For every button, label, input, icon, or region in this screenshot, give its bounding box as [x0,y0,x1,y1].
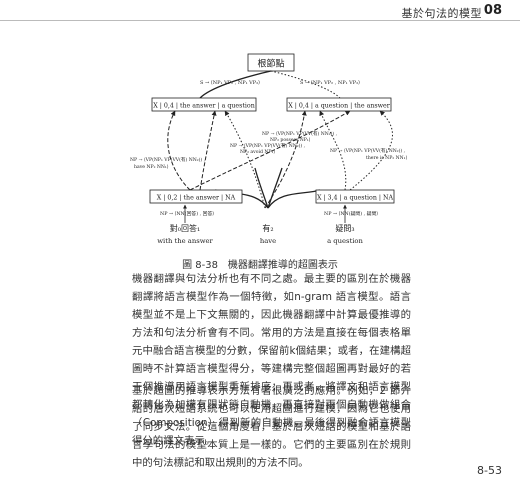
node-low-right [315,189,395,204]
node-low-left [149,189,243,204]
edge-word-midleft [224,110,266,209]
root-label: 根節點 [257,58,284,70]
edge-solid-2 [267,189,321,209]
rule-center-2: NP → ⟨VP(NP₁ VP(VV(有) NN₂)) , [230,142,306,149]
edge-lowright-midright-a [319,110,347,191]
word-1-en: have [260,237,276,245]
rule-left-1: NP → ⟨VP(NP₁ VP(VV(有) NN₂)) , [130,156,206,163]
edge-solid-4 [267,167,283,209]
node-mid-left-label: X | 0,4 | the answer | a question [153,103,255,110]
running-title: 基於句法的模型 [401,7,482,20]
figure-caption: 圖 8-38 機器翻譯推導的超圖表示 [182,260,338,271]
edge-lowleft-midright [189,110,351,191]
word-2-zh: 疑問₃ [335,223,354,233]
page-header: 基於句法的模型 08 [0,0,520,34]
rule-center-1: NP → ⟨VP(NP₁ VP(VV(有) NN₂)) , [262,130,338,137]
node-low-left-label: X | 0,2 | the answer | NA [157,195,236,202]
node-low-right-label: X | 3,4 | a question | NA [317,195,394,202]
word-2-en: a question [327,237,363,245]
rule-low-left: NP → ⟨NN(回答) , 回答⟩ [160,210,214,217]
hypergraph-diagram: 根節點 S → ⟨NP₁ VP₂ , NP₁ VP₂⟩ S → ⟨NP₁ VP₂… [130,53,407,245]
edge-root-left [199,70,272,99]
rule-top-right: S → ⟨NP₁ VP₂ , NP₁ VP₂⟩ [300,80,360,86]
rule-right-1: NP → ⟨VP(NP₁ VP(VV(有) NN₂)) , [330,147,406,154]
body-paragraph-1: 機器翻譯與句法分析也有不同之處。最主要的區別在於機器翻譯將語言模型作為一個特徵，… [132,273,411,447]
rule-center-1b: NP₂ possess NP₁⟩ [270,137,311,143]
rule-left-1b: have NP₂ NN₁⟩ [134,164,169,170]
body-paragraph-2: 基於超圖的推導表示方法有著很廣泛的應用。例如，2 節介紹的層次短語系統也可以使用… [132,385,411,469]
header-rule [0,20,520,21]
edge-lowleft-midleft-a [167,110,191,191]
edge-root-right [270,70,341,99]
edge-lowleft-midleft-b [199,110,217,191]
word-1-zh: 有₂ [262,223,273,233]
node-mid-right-label: X | 0,4 | a question | the answer [288,103,391,110]
rule-right-1b: there is NP₂ NN₁⟩ [366,155,407,161]
node-mid-left [151,97,257,112]
rule-low-right: NP → ⟨NN(疑問) , 疑問⟩ [324,210,378,217]
rule-center-2b: NP₂ avoid NP₁⟩ [240,149,275,155]
word-0-en: with the answer [157,237,213,245]
page-number: 8-53 [477,464,502,477]
chapter-number: 08 [483,3,502,18]
node-mid-right [286,97,392,112]
hypergraph-figure: 根節點 S → ⟨NP₁ VP₂ , NP₁ VP₂⟩ S → ⟨NP₁ VP₂… [0,40,520,250]
word-0-zh: 對₀回答₁ [170,223,200,233]
edge-solid-3 [254,167,269,209]
edge-lowright-midright-b [349,110,393,191]
